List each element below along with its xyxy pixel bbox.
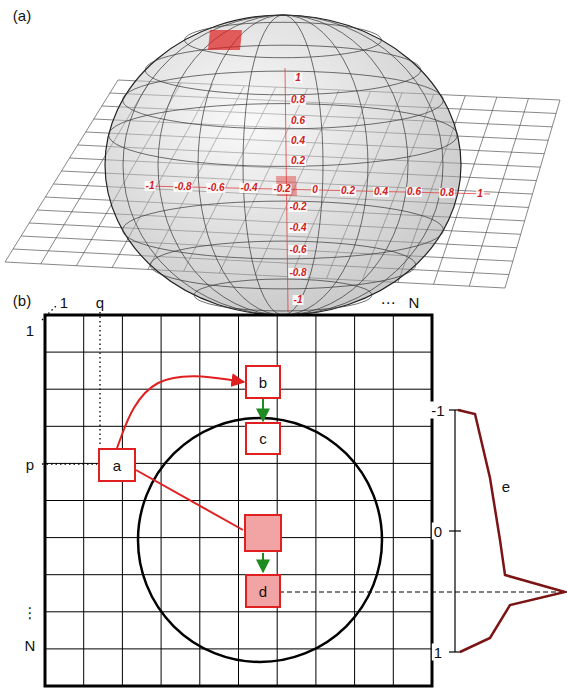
latitude-line — [109, 104, 458, 167]
pixel-letter: b — [257, 374, 269, 391]
profile-curve — [458, 410, 565, 652]
grid-line — [45, 611, 432, 612]
axis-tick — [449, 651, 461, 652]
grid-line — [45, 574, 432, 575]
axis-number: -0.8 — [173, 182, 192, 192]
index-label: 1 — [432, 644, 444, 661]
sphere-grid — [109, 15, 458, 315]
index-label: q — [94, 294, 106, 311]
pixel-patch — [208, 30, 242, 50]
move-arrow — [117, 376, 244, 448]
index-label: 0 — [432, 523, 444, 540]
meridian-line — [198, 15, 368, 315]
index-label: p — [24, 456, 36, 473]
pixel-letter: d — [257, 583, 269, 600]
axis-number: 1 — [476, 189, 484, 199]
projection-line — [136, 470, 243, 530]
axis-number: 1 — [294, 73, 302, 83]
grid-line — [45, 500, 432, 501]
axis-number: -0.4 — [288, 223, 307, 233]
pixel-box: d — [245, 574, 281, 608]
index-label: 1 — [58, 294, 70, 311]
projected-pixel — [245, 515, 281, 551]
axis-number: 0 — [311, 185, 319, 195]
level-line — [263, 592, 565, 593]
axis-number: 0.8 — [439, 188, 455, 198]
axis-number: -1 — [145, 181, 156, 191]
index-label: N — [407, 294, 422, 311]
unit-circle — [138, 418, 382, 662]
index-label: 1 — [24, 322, 36, 339]
axis-number: 0.4 — [290, 136, 306, 146]
index-label: -1 — [429, 402, 446, 419]
axis-tick — [449, 530, 461, 531]
grid-line — [393, 315, 394, 686]
axis-number: -0.2 — [272, 184, 291, 194]
grid-line — [45, 537, 432, 538]
panel-label: (b) — [13, 293, 31, 308]
meridian-line — [158, 15, 408, 315]
index-label: e — [500, 478, 512, 495]
axis-number: -0.4 — [239, 183, 258, 193]
axis-number: -0.6 — [288, 245, 307, 255]
shift-arrow — [262, 553, 264, 572]
index-label: ⋯ — [379, 294, 398, 311]
grid-line — [469, 99, 528, 287]
pixel-grid — [45, 315, 432, 686]
axis-number: -1 — [293, 295, 304, 305]
axis-number: -0.6 — [206, 183, 225, 193]
move-arrow — [262, 399, 264, 421]
index-guide — [42, 463, 97, 464]
axis-number: -0.2 — [288, 202, 307, 212]
meridian-line — [243, 15, 323, 315]
pixel-box: b — [245, 365, 281, 399]
axis-number: 0.2 — [340, 186, 356, 196]
pixel-box: c — [245, 422, 281, 455]
axis-number: 0.2 — [290, 156, 306, 166]
grid-line — [315, 315, 316, 686]
axis-number: 0.8 — [290, 95, 306, 105]
panel-label: (a) — [13, 8, 31, 23]
axis-number: 0.6 — [406, 187, 422, 197]
pixel-box: a — [98, 448, 136, 482]
index-guide — [42, 306, 56, 320]
index-guide — [99, 312, 100, 446]
grid-line — [45, 648, 432, 649]
grid-border — [45, 315, 432, 686]
axis-number: -0.8 — [288, 268, 307, 278]
axis-number: 0.6 — [290, 116, 306, 126]
hemisphere — [105, 15, 461, 315]
pixel-letter: c — [257, 430, 269, 447]
meridian-line — [123, 15, 443, 315]
axis-number: 0.4 — [373, 187, 389, 197]
index-label: N — [23, 637, 38, 654]
grid-line — [354, 315, 355, 686]
grid-line — [505, 100, 560, 288]
pixel-letter: a — [111, 457, 123, 474]
index-label: ⋮ — [21, 604, 40, 621]
